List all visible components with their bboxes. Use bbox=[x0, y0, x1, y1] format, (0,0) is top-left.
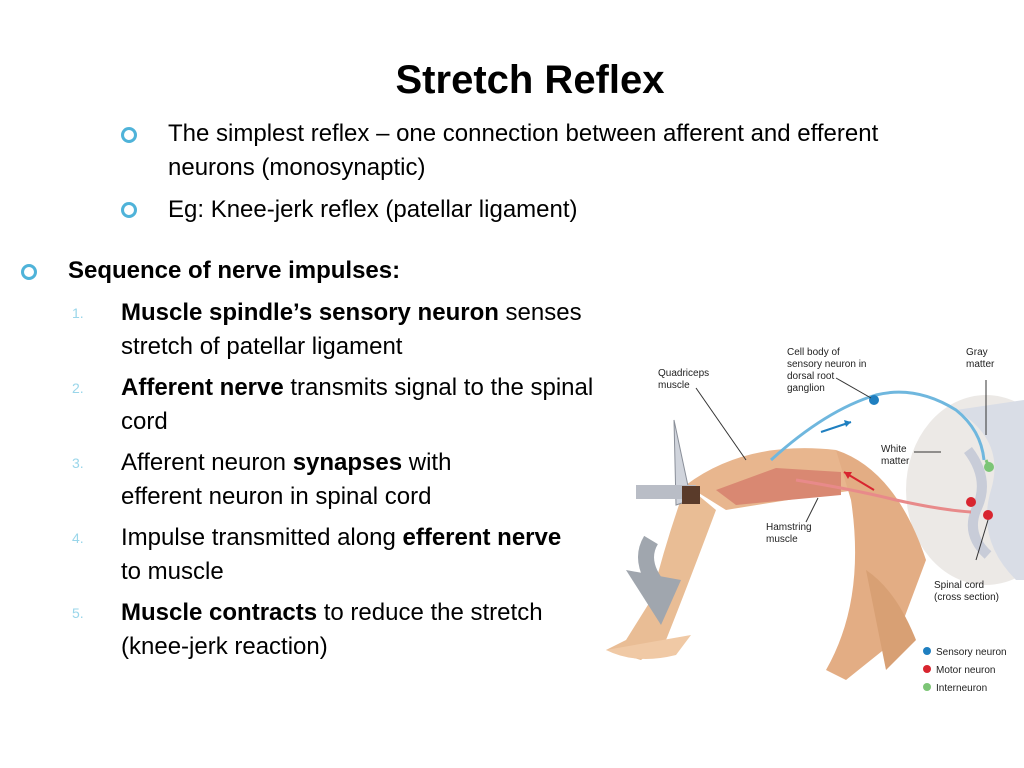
leg-illustration bbox=[606, 448, 926, 680]
sensory-neuron-path bbox=[769, 390, 986, 462]
step-number: 2. bbox=[72, 380, 84, 396]
legend-motor-dot bbox=[923, 665, 931, 673]
ganglion-cell-body bbox=[869, 395, 879, 405]
step-number: 3. bbox=[72, 455, 84, 471]
step-5: Muscle contracts to reduce the stretch (… bbox=[121, 596, 551, 664]
intro-bullet-1: The simplest reflex – one connection bet… bbox=[168, 120, 879, 181]
legend-sensory-dot bbox=[923, 647, 931, 655]
bullet-icon bbox=[21, 264, 37, 280]
step-2-part-1: Afferent nerve bbox=[121, 374, 284, 401]
step-5-part-1: Muscle contracts bbox=[121, 599, 318, 626]
step-4-part-1: Impulse transmitted along bbox=[121, 524, 403, 551]
step-4-part-2: efferent nerve bbox=[402, 524, 562, 551]
slide-title: Stretch Reflex bbox=[395, 58, 665, 102]
intro-bullet-2: Eg: Knee-jerk reflex (patellar ligament) bbox=[168, 196, 578, 223]
step-4-part-3: to muscle bbox=[121, 558, 224, 585]
step-1: Muscle spindle’s sensory neuron senses s… bbox=[121, 296, 611, 364]
step-1-part-1: Muscle spindle’s sensory neuron bbox=[121, 299, 499, 326]
legend-sensory-label: Sensory neuron bbox=[936, 647, 1007, 658]
step-3-part-2: synapses bbox=[292, 449, 403, 476]
reflex-hammer-icon bbox=[636, 419, 700, 506]
step-4: Impulse transmitted along efferent nerve… bbox=[121, 521, 571, 589]
legend-motor-label: Motor neuron bbox=[936, 665, 995, 676]
spinal-cord-section bbox=[906, 395, 1024, 585]
bullet-icon bbox=[121, 127, 137, 143]
step-number: 4. bbox=[72, 530, 84, 546]
motor-neuron-dot bbox=[983, 510, 993, 520]
legend-interneuron-label: Interneuron bbox=[936, 683, 987, 694]
step-3-part-1: Afferent neuron bbox=[121, 449, 293, 476]
step-1-part-2: senses stretch of patellar ligament bbox=[121, 299, 582, 360]
step-number: 1. bbox=[72, 305, 84, 321]
legend: Sensory neuron Motor neuron Interneuron bbox=[923, 647, 1007, 694]
motor-neuron-dot bbox=[966, 497, 976, 507]
legend-interneuron-dot bbox=[923, 683, 931, 691]
step-2-part-2: transmits signal to the spinal cord bbox=[121, 374, 594, 435]
label-spinal-cord: Spinal cord(cross section) bbox=[934, 580, 999, 603]
movement-arrowhead-icon bbox=[626, 570, 681, 625]
sequence-heading: Sequence of nerve impulses: bbox=[68, 257, 401, 284]
sensory-arrowhead-icon bbox=[844, 420, 851, 427]
step-3: Afferent neuron synapses with efferent n… bbox=[121, 446, 531, 514]
step-3-part-3: with efferent neuron in spinal cord bbox=[121, 449, 452, 510]
interneuron-dot bbox=[984, 462, 994, 472]
step-number: 5. bbox=[72, 605, 84, 621]
motor-arrowhead-icon bbox=[844, 472, 852, 479]
motor-neuron-path bbox=[795, 478, 972, 514]
step-2: Afferent nerve transmits signal to the s… bbox=[121, 371, 611, 439]
bullet-icon bbox=[121, 202, 137, 218]
leader-lines bbox=[695, 377, 989, 561]
step-5-part-2: to reduce the stretch (knee-jerk reactio… bbox=[121, 599, 543, 660]
